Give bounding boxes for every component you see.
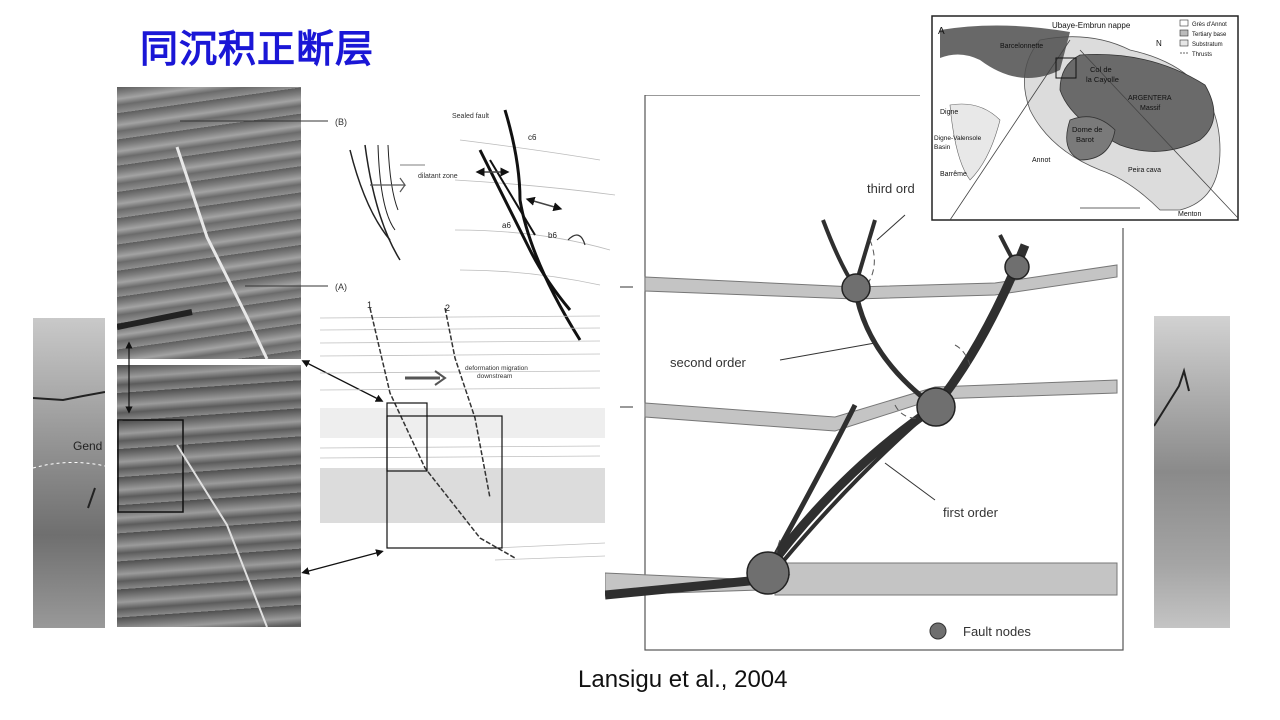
third-order-label: third ord bbox=[867, 181, 915, 196]
map-col-line1: Col de bbox=[1090, 65, 1112, 74]
map-dome-line2: Barot bbox=[1076, 135, 1095, 144]
citation: Lansigu et al., 2004 bbox=[578, 666, 788, 693]
map-barreme: Barrême bbox=[940, 171, 967, 178]
fault-1-label: 1 bbox=[367, 300, 372, 310]
sealed-fault-label: Sealed fault bbox=[452, 113, 489, 120]
fault-node-second bbox=[916, 387, 956, 427]
migration-note-line1: deformation migration bbox=[465, 365, 528, 372]
landscape-sketch-lines: Gend bbox=[33, 391, 105, 509]
map-peira-cava: Peira cava bbox=[1128, 167, 1161, 174]
b6-label: b6 bbox=[548, 231, 557, 240]
fault-2-label: 2 bbox=[445, 303, 450, 313]
linking-arrows bbox=[301, 360, 384, 575]
map-panel-letter: A bbox=[938, 26, 945, 37]
c6-label: c6 bbox=[528, 133, 537, 142]
first-order-label: first order bbox=[943, 505, 999, 520]
legend-label: Fault nodes bbox=[963, 624, 1031, 639]
inset-map-graphic: A Ubaye-Embrun nappe N Barcelonnette Col… bbox=[931, 15, 1239, 221]
map-digne-valensole-line1: Digne-Valensole bbox=[934, 135, 982, 142]
map-barcelonnette: Barcelonnette bbox=[1000, 43, 1043, 50]
fault-node-upper-right bbox=[1004, 254, 1030, 280]
map-col-line2: la Cayolle bbox=[1086, 75, 1119, 84]
map-massif-line2: Massif bbox=[1140, 105, 1160, 112]
migration-note-line2: downstream bbox=[477, 373, 512, 380]
map-digne-valensole-line2: Basin bbox=[934, 144, 951, 151]
map-nappe-label: Ubaye-Embrun nappe bbox=[1052, 21, 1131, 30]
right-landscape-lines bbox=[1154, 367, 1190, 427]
map-legend: Grès d'Annot Tertiary base Substratum Th… bbox=[1179, 19, 1227, 58]
left-photo-label: Gend bbox=[73, 439, 102, 453]
map-annot: Annot bbox=[1032, 157, 1050, 164]
outcrop-photo-upper bbox=[117, 87, 301, 359]
bed-middle bbox=[644, 379, 1118, 432]
fault-sketches-top: dilatant zone Sealed fault c6 a6 b6 bbox=[349, 109, 616, 341]
map-legend-item-3: Thrusts bbox=[1192, 52, 1212, 58]
map-legend-item-0: Grès d'Annot bbox=[1192, 22, 1227, 28]
fault-cross-section: 1 2 deformation migration downstream bbox=[319, 300, 606, 561]
photo-annotations: (B) (A) bbox=[125, 117, 347, 414]
outcrop-photo-lower bbox=[117, 365, 301, 627]
legend-node-swatch bbox=[929, 622, 947, 640]
dilatant-zone-sketch: dilatant zone bbox=[349, 144, 458, 261]
dilatant-zone-label: dilatant zone bbox=[418, 173, 458, 180]
sealed-fault-sketch: Sealed fault c6 a6 b6 bbox=[452, 109, 616, 341]
left-landscape-photo: Gend bbox=[33, 318, 105, 628]
detail-box-b bbox=[386, 415, 503, 549]
map-dome-line1: Dome de bbox=[1072, 125, 1102, 134]
map-digne: Digne bbox=[940, 109, 958, 116]
map-legend-item-2: Substratum bbox=[1192, 42, 1223, 48]
label-b: (B) bbox=[335, 117, 347, 127]
detail-box-lower bbox=[117, 419, 184, 513]
fault-node-third bbox=[841, 273, 871, 303]
fault-node-first bbox=[746, 551, 790, 595]
map-north-label: N bbox=[1156, 39, 1162, 48]
map-menton: Menton bbox=[1178, 211, 1201, 218]
bed-upper bbox=[644, 264, 1118, 300]
a6-label: a6 bbox=[502, 221, 511, 230]
pen-scale bbox=[117, 309, 193, 330]
right-landscape-photo bbox=[1154, 316, 1230, 628]
label-a: (A) bbox=[335, 282, 347, 292]
slide-title: 同沉积正断层 bbox=[140, 27, 375, 71]
fault-trace-upper bbox=[175, 146, 269, 359]
map-legend-item-1: Tertiary base bbox=[1192, 32, 1227, 38]
second-order-fault-a bbox=[767, 403, 858, 567]
inset-map: A Ubaye-Embrun nappe N Barcelonnette Col… bbox=[920, 10, 1246, 228]
bed-lower-right bbox=[774, 562, 1118, 596]
map-massif-line1: ARGENTERA bbox=[1128, 95, 1172, 102]
second-order-label: second order bbox=[670, 355, 747, 370]
